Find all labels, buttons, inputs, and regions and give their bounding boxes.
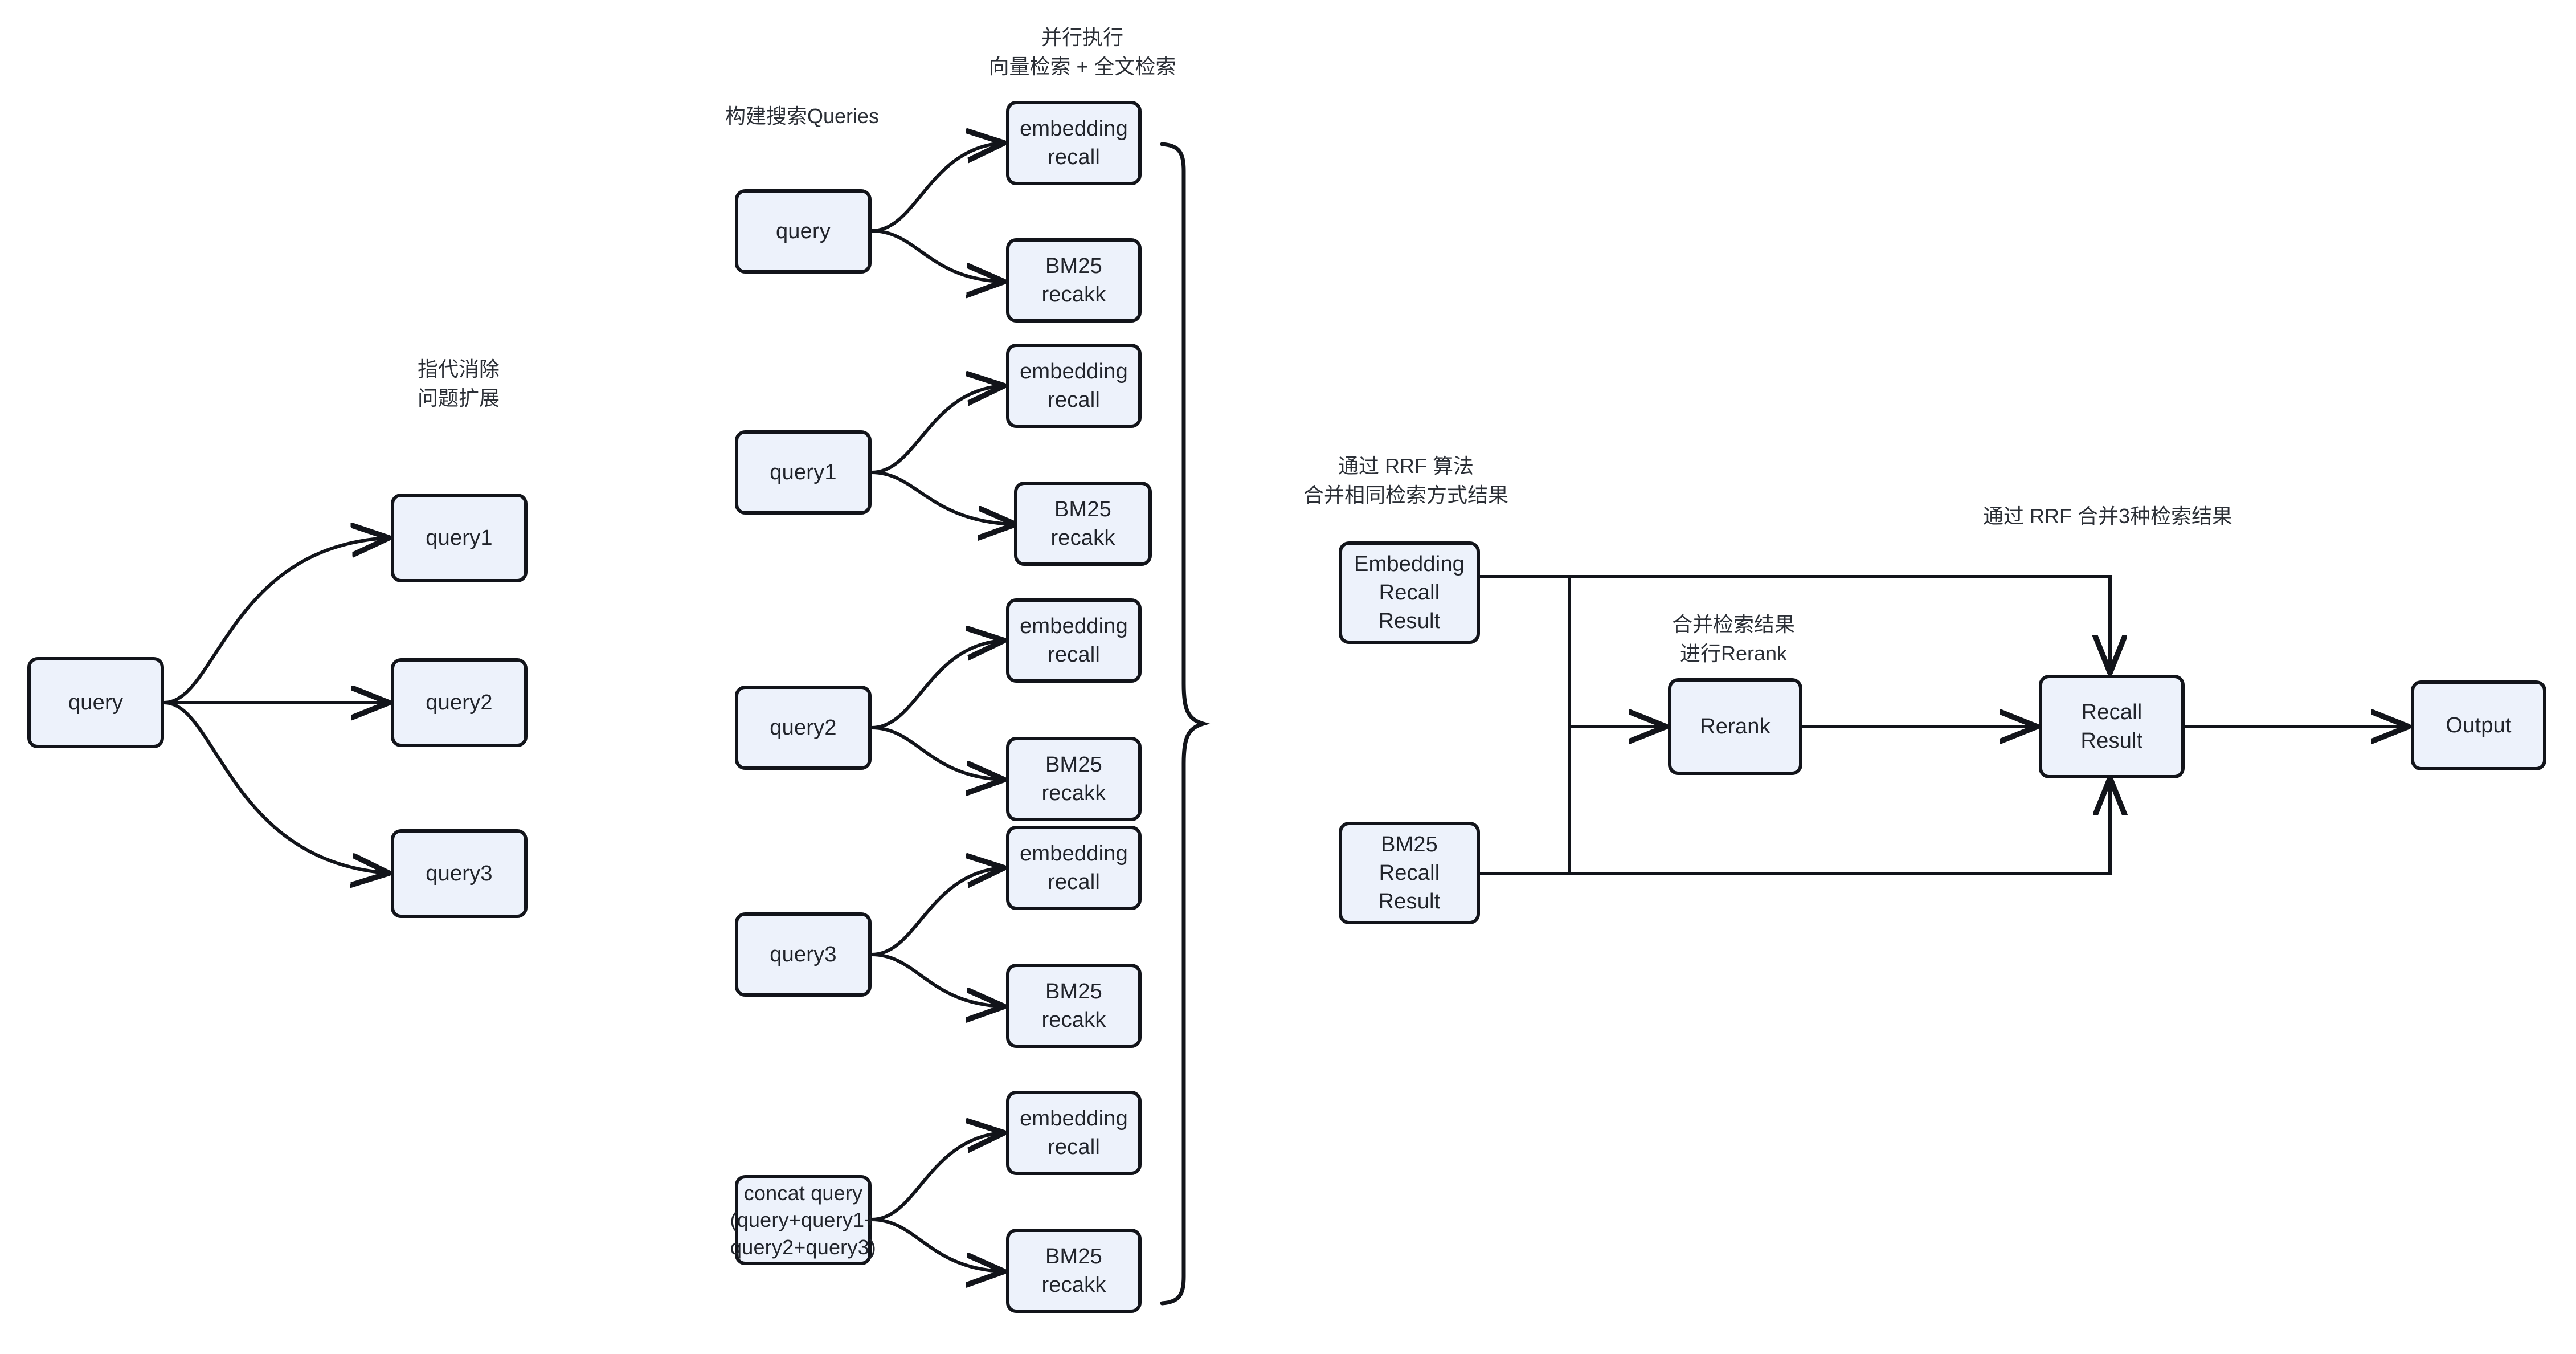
node-output[interactable]: Output bbox=[2411, 680, 2546, 770]
node-bm25-recall-1[interactable]: BM25 recakk bbox=[1014, 482, 1152, 566]
node-bm25-recall-0[interactable]: BM25 recakk bbox=[1006, 238, 1142, 323]
node-concat-query[interactable]: concat query (query+query1+ query2+query… bbox=[730, 1175, 876, 1265]
node-query-source[interactable]: query bbox=[27, 657, 164, 748]
caption-coref-expand: 指代消除 问题扩展 bbox=[417, 357, 500, 410]
node-search-query-0[interactable]: query bbox=[735, 189, 872, 274]
node-bm25-recall-2[interactable]: BM25 recakk bbox=[1006, 737, 1142, 821]
node-embedding-recall-1[interactable]: embedding recall bbox=[1006, 344, 1142, 428]
node-bm25-recall-3[interactable]: BM25 recakk bbox=[1006, 964, 1142, 1048]
node-search-query-1[interactable]: query1 bbox=[735, 430, 872, 515]
caption-rrf-three-results: 通过 RRF 合并3种检索结果 bbox=[1982, 504, 2232, 528]
caption-parallel-exec: 并行执行 向量检索 + 全文检索 bbox=[988, 26, 1176, 79]
node-rerank[interactable]: Rerank bbox=[1668, 678, 1802, 775]
node-embedding-recall-0[interactable]: embedding recall bbox=[1006, 101, 1142, 185]
node-bm25-recall-4[interactable]: BM25 recakk bbox=[1006, 1229, 1142, 1313]
node-query2-expansion[interactable]: query2 bbox=[391, 658, 528, 747]
node-query3-expansion[interactable]: query3 bbox=[391, 829, 528, 918]
node-embedding-recall-result[interactable]: Embedding Recall Result bbox=[1339, 541, 1480, 644]
caption-build-queries: 构建搜索Queries bbox=[725, 104, 880, 128]
node-bm25-recall-result[interactable]: BM25 Recall Result bbox=[1339, 822, 1480, 924]
node-query1-expansion[interactable]: query1 bbox=[391, 494, 528, 582]
node-embedding-recall-2[interactable]: embedding recall bbox=[1006, 598, 1142, 683]
caption-rrf-same-method: 通过 RRF 算法 合并相同检索方式结果 bbox=[1303, 454, 1508, 507]
node-embedding-recall-3[interactable]: embedding recall bbox=[1006, 826, 1142, 910]
node-recall-result[interactable]: Recall Result bbox=[2039, 675, 2185, 778]
caption-merge-rerank: 合并检索结果 进行Rerank bbox=[1671, 613, 1795, 666]
node-search-query-3[interactable]: query3 bbox=[735, 912, 872, 997]
node-search-query-2[interactable]: query2 bbox=[735, 686, 872, 770]
node-embedding-recall-4[interactable]: embedding recall bbox=[1006, 1091, 1142, 1175]
